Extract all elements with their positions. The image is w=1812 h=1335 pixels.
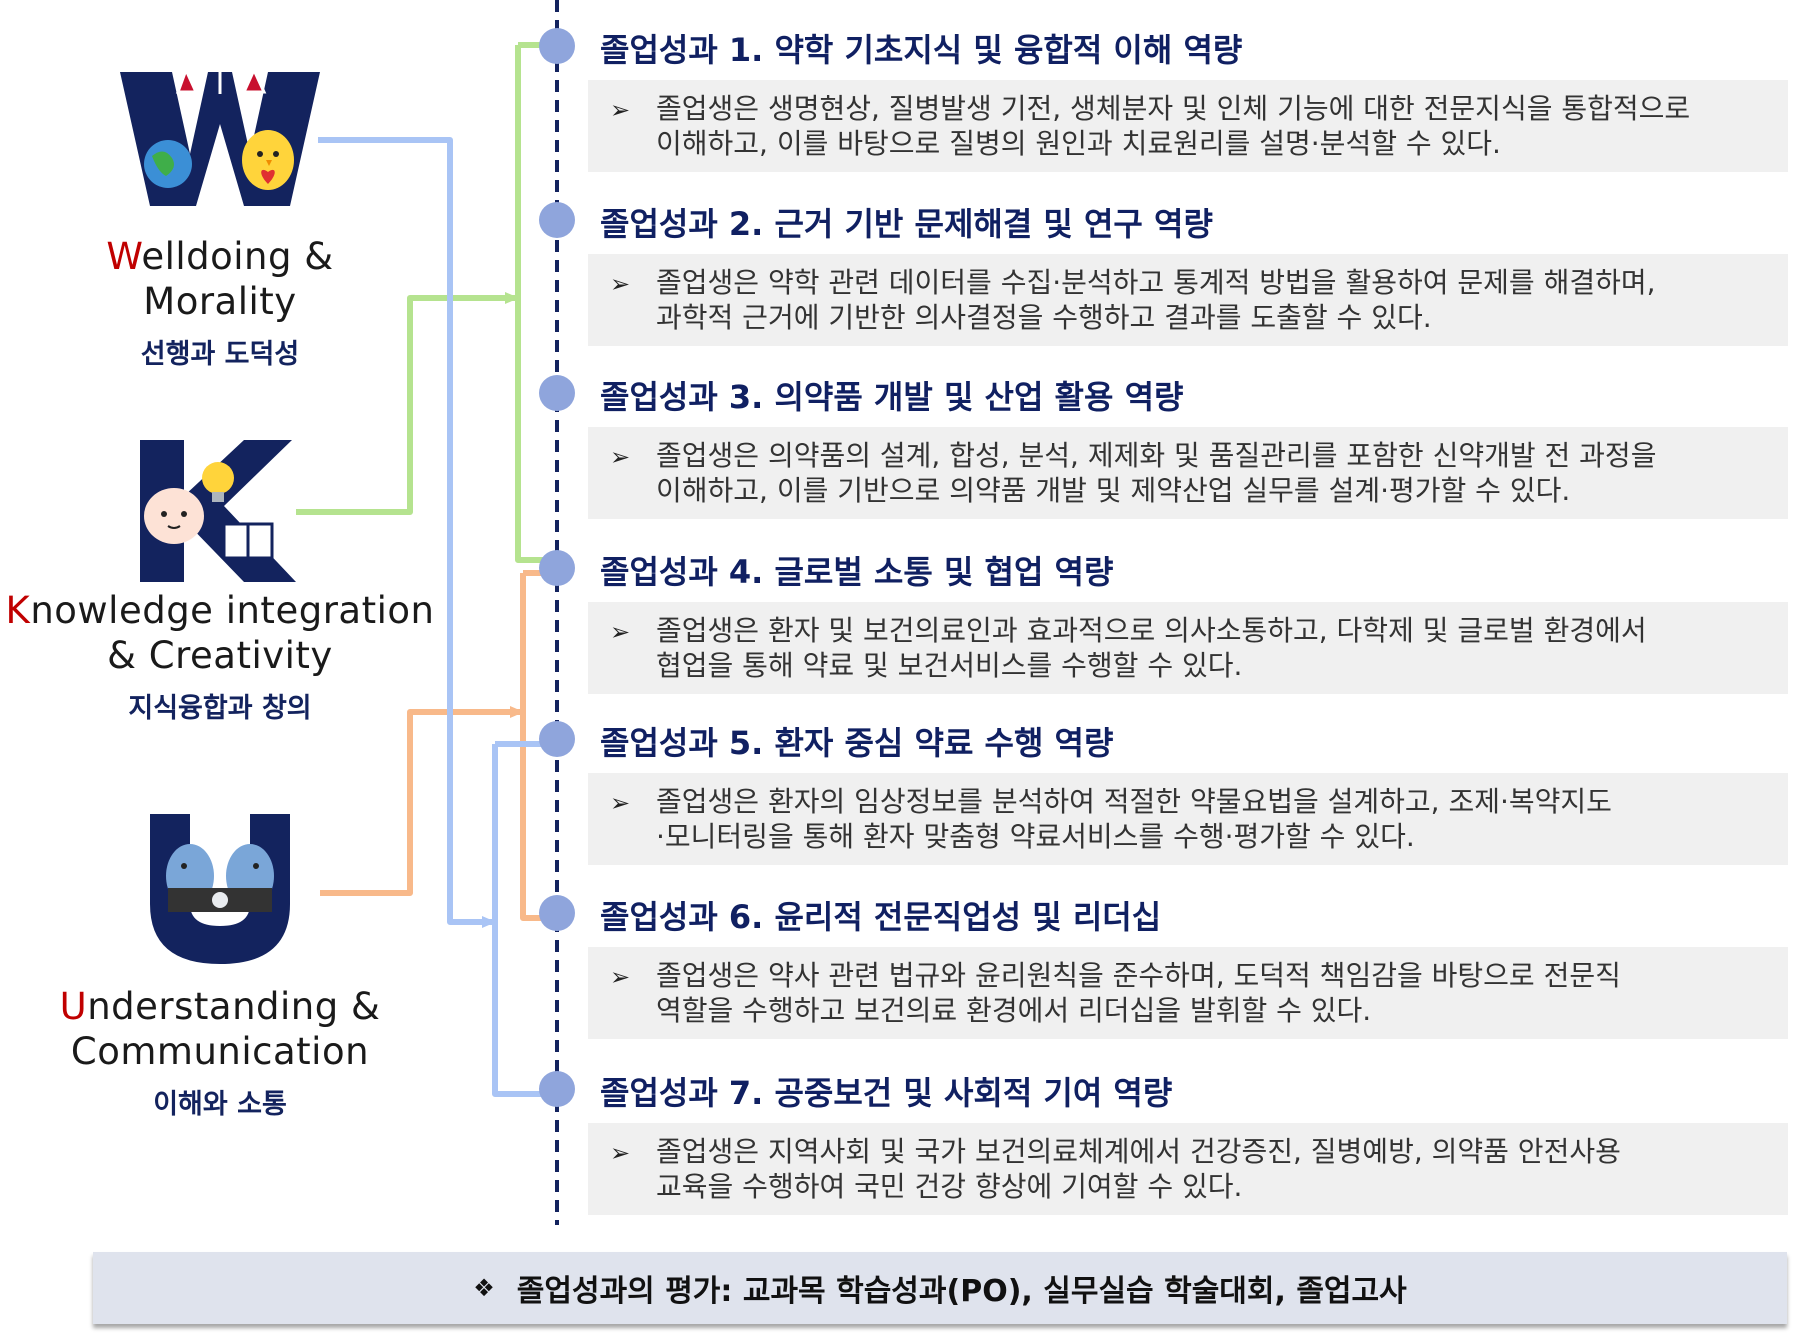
outcome-line-2: 이해하고, 이를 기반으로 의약품 개발 및 제약산업 실무를 설계·평가할 수… (656, 474, 1571, 507)
outcome-line-2: 과학적 근거에 기반한 의사결정을 수행하고 결과를 도출할 수 있다. (656, 301, 1432, 334)
outcome-description: ➢ 졸업생은 지역사회 및 국가 보건의료체계에서 건강증진, 질병예방, 의약… (588, 1123, 1788, 1215)
arrowhead-bullet-icon: ➢ (610, 963, 631, 991)
arrowhead-bullet-icon: ➢ (610, 789, 631, 817)
outcome-title: 졸업성과 1. 약학 기초지식 및 융합적 이해 역량 (600, 31, 1243, 69)
outcome-description: ➢ 졸업생은 의약품의 설계, 합성, 분석, 제제화 및 품질관리를 포함한 … (588, 427, 1788, 519)
outcome-line-2: ·모니터링을 통해 환자 맞춤형 약료서비스를 수행·평가할 수 있다. (656, 820, 1415, 853)
w-name-line2: Morality (143, 280, 297, 323)
evaluation-text: 졸업성과의 평가: 교과목 학습성과(PO), 실무실습 학술대회, 졸업고사 (516, 1274, 1407, 1309)
diamond-bullet-icon: ❖ (473, 1274, 495, 1302)
u-name-rest: nderstanding & (87, 985, 381, 1028)
timeline-dot (539, 721, 575, 757)
w-korean-name: 선행과 도덕성 (140, 339, 300, 370)
outcome-description: ➢ 졸업생은 환자 및 보건의료인과 효과적으로 의사소통하고, 다학제 및 글… (588, 602, 1788, 694)
outcome-line-1: 졸업생은 지역사회 및 국가 보건의료체계에서 건강증진, 질병예방, 의약품 … (656, 1135, 1621, 1168)
timeline-dot (539, 375, 575, 411)
timeline-dot (539, 550, 575, 586)
u-english-name: Understanding & Communication (0, 984, 440, 1074)
book-icon (222, 522, 274, 560)
outcome-description: ➢ 졸업생은 약사 관련 법규와 윤리원칙을 준수하며, 도덕적 책임감을 바탕… (588, 947, 1788, 1039)
timeline-dot (539, 202, 575, 238)
timeline-dot (539, 28, 575, 64)
outcome-title: 졸업성과 5. 환자 중심 약료 수행 역량 (600, 724, 1114, 762)
timeline-dot (539, 895, 575, 931)
baby-face-icon (144, 488, 204, 544)
outcome-description: ➢ 졸업생은 생명현상, 질병발생 기전, 생체분자 및 인체 기능에 대한 전… (588, 80, 1788, 172)
outcome-line-1: 졸업생은 약사 관련 법규와 윤리원칙을 준수하며, 도덕적 책임감을 바탕으로… (656, 959, 1621, 992)
outcome-line-2: 협업을 통해 약료 및 보건서비스를 수행할 수 있다. (656, 649, 1243, 682)
penguin-handshake-icon (166, 844, 274, 912)
lightbulb-icon (202, 462, 234, 502)
u-korean-name: 이해와 소통 (153, 1089, 287, 1120)
outcome-line-2: 교육을 수행하여 국민 건강 향상에 기여할 수 있다. (656, 1170, 1243, 1203)
u-letter-art (150, 814, 290, 964)
competency-knowledge: Knowledge integration & Creativity 지식융합과… (0, 440, 440, 725)
chick-mascot-icon (242, 130, 294, 190)
heart-icon (261, 169, 275, 184)
arrowhead-bullet-icon: ➢ (610, 618, 631, 646)
k-name-rest: nowledge integration (30, 589, 435, 632)
w-letter-art (120, 64, 320, 214)
arrow-head-icon (482, 916, 496, 928)
scales-icon (175, 64, 267, 94)
outcome-line-1: 졸업생은 의약품의 설계, 합성, 분석, 제제화 및 품질관리를 포함한 신약… (656, 439, 1657, 472)
k-korean-name: 지식융합과 창의 (128, 693, 312, 724)
outcome-title: 졸업성과 6. 윤리적 전문직업성 및 리더십 (600, 898, 1162, 936)
outcome-line-1: 졸업생은 생명현상, 질병발생 기전, 생체분자 및 인체 기능에 대한 전문지… (656, 92, 1691, 125)
competency-understanding: Understanding & Communication 이해와 소통 (0, 814, 440, 1121)
outcome-description: ➢ 졸업생은 약학 관련 데이터를 수집·분석하고 통계적 방법을 활용하여 문… (588, 254, 1788, 346)
arrow-head-icon (505, 292, 519, 304)
outcome-line-1: 졸업생은 환자 및 보건의료인과 효과적으로 의사소통하고, 다학제 및 글로벌… (656, 614, 1647, 647)
arrowhead-bullet-icon: ➢ (610, 443, 631, 471)
arrowhead-bullet-icon: ➢ (610, 96, 631, 124)
globe-icon (144, 140, 192, 188)
k-initial: K (5, 589, 31, 632)
k-name-line2: & Creativity (107, 634, 333, 677)
timeline-dot (539, 1071, 575, 1107)
w-english-name: Welldoing & Morality (0, 234, 440, 324)
outcome-title: 졸업성과 2. 근거 기반 문제해결 및 연구 역량 (600, 205, 1213, 243)
outcome-line-1: 졸업생은 환자의 임상정보를 분석하여 적절한 약물요법을 설계하고, 조제·복… (656, 785, 1612, 818)
arrowhead-bullet-icon: ➢ (610, 270, 631, 298)
outcome-title: 졸업성과 7. 공중보건 및 사회적 기여 역량 (600, 1074, 1173, 1112)
w-name-rest: elldoing & (141, 235, 334, 278)
outcome-line-1: 졸업생은 약학 관련 데이터를 수집·분석하고 통계적 방법을 활용하여 문제를… (656, 266, 1656, 299)
outcome-line-2: 이해하고, 이를 바탕으로 질병의 원인과 치료원리를 설명·분석할 수 있다. (656, 127, 1501, 160)
k-english-name: Knowledge integration & Creativity (0, 588, 440, 678)
outcome-line-2: 역할을 수행하고 보건의료 환경에서 리더십을 발휘할 수 있다. (656, 994, 1372, 1027)
arrowhead-bullet-icon: ➢ (610, 1139, 631, 1167)
u-name-line2: Communication (70, 1030, 370, 1073)
u-initial: U (59, 985, 88, 1028)
evaluation-footer: ❖ 졸업성과의 평가: 교과목 학습성과(PO), 실무실습 학술대회, 졸업고… (93, 1252, 1787, 1324)
outcome-description: ➢ 졸업생은 환자의 임상정보를 분석하여 적절한 약물요법을 설계하고, 조제… (588, 773, 1788, 865)
arrow-head-icon (510, 706, 524, 718)
k-letter-art (140, 440, 300, 582)
outcome-title: 졸업성과 3. 의약품 개발 및 산업 활용 역량 (600, 378, 1184, 416)
outcome-title: 졸업성과 4. 글로벌 소통 및 협업 역량 (600, 553, 1114, 591)
w-initial: W (106, 235, 142, 278)
competency-welldoing: Welldoing & Morality 선행과 도덕성 (0, 64, 440, 371)
